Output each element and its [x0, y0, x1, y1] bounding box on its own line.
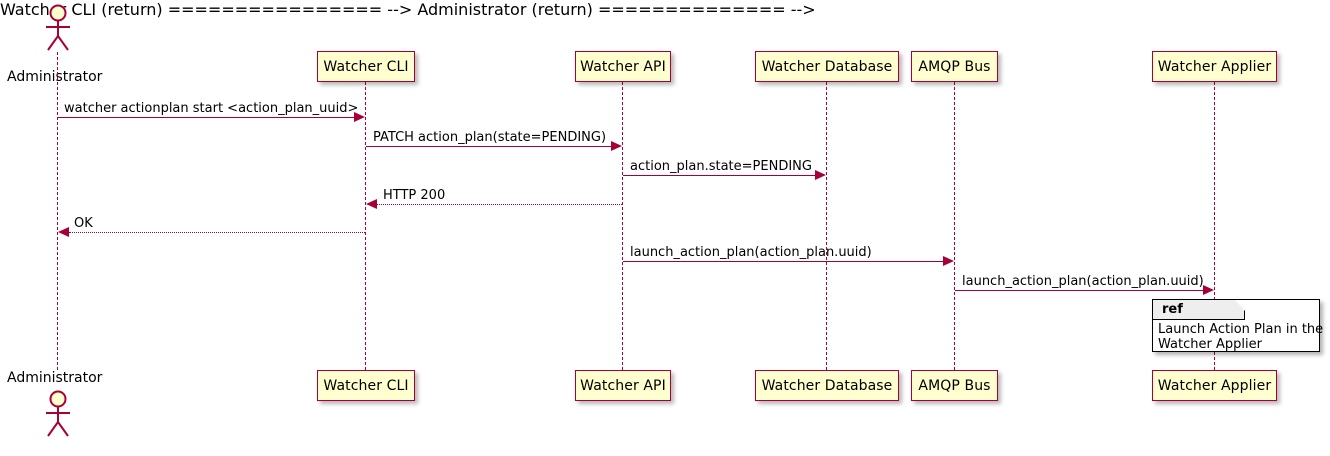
message-label-6: launch_action_plan(action_plan.uuid) — [630, 245, 872, 260]
ref-fragment-header: ref — [1153, 300, 1245, 320]
actor-label-administrator-top: Administrator — [7, 69, 103, 85]
ref-fragment: ref Launch Action Plan in the Watcher Ap… — [1152, 299, 1324, 352]
message-line-5 — [69, 232, 365, 233]
message-label-5: OK — [74, 216, 93, 231]
message-line-6 — [623, 261, 944, 262]
message-arrowhead-5 — [58, 227, 69, 237]
message-arrowhead-7 — [1203, 285, 1214, 295]
participant-label: Watcher CLI — [323, 377, 409, 394]
message-line-7 — [955, 290, 1204, 291]
actor-administrator-bottom — [38, 390, 78, 438]
message-line-2 — [366, 146, 612, 147]
message-arrowhead-3 — [815, 170, 826, 180]
message-arrowhead-4 — [366, 199, 377, 209]
participant-box-watcher-api-top[interactable]: Watcher API — [575, 51, 671, 82]
message-label-2: PATCH action_plan(state=PENDING) — [373, 130, 607, 145]
participant-label: Watcher Applier — [1157, 58, 1272, 75]
message-arrowhead-1 — [354, 112, 365, 122]
message-label-1: watcher actionplan start <action_plan_uu… — [64, 101, 359, 116]
lifeline-watcher-database — [826, 82, 827, 370]
lifeline-watcher-applier — [1214, 82, 1215, 370]
message-line-4 — [377, 204, 622, 205]
ref-fragment-header-label: ref — [1162, 302, 1183, 317]
participant-label: AMQP Bus — [918, 58, 991, 75]
participant-label: Watcher Applier — [1157, 377, 1272, 394]
message-arrowhead-2 — [611, 141, 622, 151]
participant-box-watcher-database-top[interactable]: Watcher Database — [755, 51, 899, 82]
participant-label: Watcher Database — [761, 377, 893, 394]
lifeline-administrator — [57, 52, 58, 370]
actor-administrator-top — [38, 4, 78, 52]
stick-figure-icon — [46, 390, 70, 437]
participant-box-amqp-bus-top[interactable]: AMQP Bus — [911, 51, 998, 82]
message-label-3: action_plan.state=PENDING — [630, 159, 812, 174]
message-arrowhead-6 — [943, 256, 954, 266]
lifeline-watcher-api — [622, 82, 623, 370]
ref-fragment-body-line-2: Watcher Applier — [1158, 337, 1262, 352]
participant-box-watcher-api-bottom[interactable]: Watcher API — [575, 370, 671, 401]
message-line-1 — [58, 117, 355, 118]
message-label-7: launch_action_plan(action_plan.uuid) — [962, 274, 1204, 289]
message-line-3 — [623, 175, 816, 176]
actor-label-administrator-bottom: Administrator — [7, 370, 103, 386]
participant-box-watcher-applier-top[interactable]: Watcher Applier — [1152, 51, 1277, 82]
participant-label: Watcher Database — [761, 58, 893, 75]
participant-box-watcher-applier-bottom[interactable]: Watcher Applier — [1152, 370, 1277, 401]
participant-box-watcher-database-bottom[interactable]: Watcher Database — [755, 370, 899, 401]
lifeline-watcher-cli — [365, 82, 366, 370]
participant-label: AMQP Bus — [918, 377, 991, 394]
ref-fragment-body-line-1: Launch Action Plan in the — [1158, 322, 1324, 337]
participant-box-amqp-bus-bottom[interactable]: AMQP Bus — [911, 370, 998, 401]
lifeline-amqp-bus — [954, 82, 955, 370]
participant-label: Watcher CLI — [323, 58, 409, 75]
participant-box-watcher-cli-top[interactable]: Watcher CLI — [317, 51, 415, 82]
message-label-4: HTTP 200 — [383, 188, 446, 203]
ref-fragment-body: Launch Action Plan in the Watcher Applie… — [1158, 322, 1324, 352]
participant-label: Watcher API — [580, 58, 666, 75]
stick-figure-icon — [46, 4, 70, 51]
participant-box-watcher-cli-bottom[interactable]: Watcher CLI — [317, 370, 415, 401]
participant-label: Watcher API — [580, 377, 666, 394]
